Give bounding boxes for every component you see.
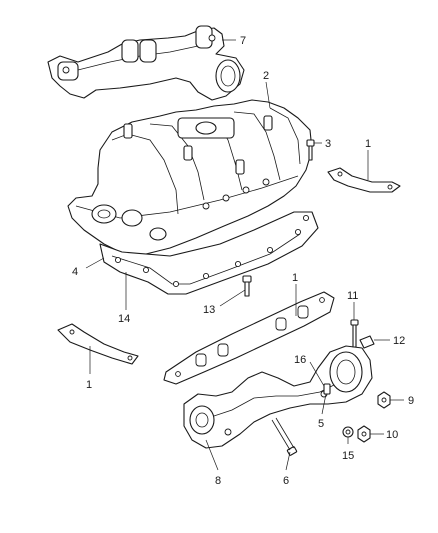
callout-4: 4 [72, 266, 78, 278]
manifold-gasket-left [57, 323, 139, 365]
callout-9: 9 [408, 395, 414, 407]
bolt-part-6 [271, 417, 298, 456]
callout-1-center: 1 [292, 272, 298, 284]
nut-part-9 [377, 391, 391, 409]
washer-part-15 [342, 426, 354, 438]
exhaust-manifold-gasket [163, 291, 335, 385]
callout-11: 11 [347, 290, 358, 302]
exhaust-manifold-upper [47, 25, 245, 101]
callout-1-left: 1 [86, 379, 92, 391]
stud-part-16 [323, 383, 331, 395]
callout-3: 3 [325, 138, 331, 150]
callout-10: 10 [386, 429, 398, 441]
nut-part-10 [357, 425, 371, 443]
exhaust-manifold-lower [183, 345, 373, 449]
callout-13: 13 [203, 304, 215, 316]
callout-1-upper-right: 1 [365, 138, 371, 150]
stud-part-11 [350, 319, 359, 348]
callout-labels: 7 2 3 1 4 14 13 1 11 12 1 16 5 9 10 15 8… [72, 35, 414, 487]
callout-7: 7 [240, 35, 246, 47]
callout-15: 15 [342, 450, 354, 462]
callout-14: 14 [118, 313, 130, 325]
callout-12: 12 [393, 335, 405, 347]
intake-manifold [67, 99, 313, 255]
manifold-gasket-upper-right [327, 167, 401, 193]
bolt-part-13 [242, 275, 252, 297]
callout-2: 2 [263, 70, 269, 82]
callout-5: 5 [318, 418, 324, 430]
callout-6: 6 [283, 475, 289, 487]
intake-manifold-gasket [99, 211, 319, 295]
callout-8: 8 [215, 475, 221, 487]
bolt-part-3 [306, 139, 315, 161]
leader-lines [85, 39, 404, 471]
callout-16: 16 [294, 354, 306, 366]
clip-part-12 [359, 335, 375, 349]
